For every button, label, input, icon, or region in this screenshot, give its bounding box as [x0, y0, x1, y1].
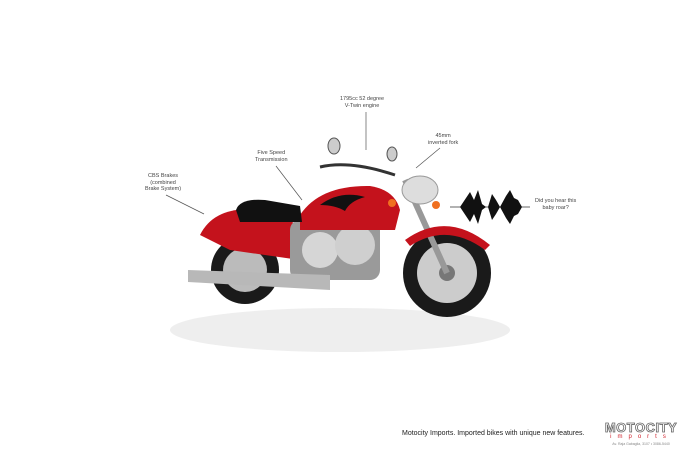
logo-sub: imports: [610, 434, 672, 440]
logo-name: MOTOCITY: [604, 420, 678, 435]
callout-roar: Did you hear this baby roar?: [535, 198, 577, 211]
callout-fork: 45mm inverted fork: [428, 133, 459, 146]
callout-brakes: CBS Brakes (combined Brake System): [145, 173, 182, 192]
callout-transmission: Five Speed Transmission: [255, 150, 288, 163]
tagline: Motocity Imports. Imported bikes with un…: [402, 430, 585, 437]
sound-wave-icon: [450, 190, 530, 224]
motocity-logo: MOTOCITY imports Av. Raja Gabaglia, 3107…: [598, 421, 684, 447]
callout-lines: [165, 112, 441, 215]
logo-address: Av. Raja Gabaglia, 3107 • 3086-5440: [612, 442, 670, 446]
callout-engine: 1795cc 52 degree V-Twin engine: [340, 96, 385, 109]
